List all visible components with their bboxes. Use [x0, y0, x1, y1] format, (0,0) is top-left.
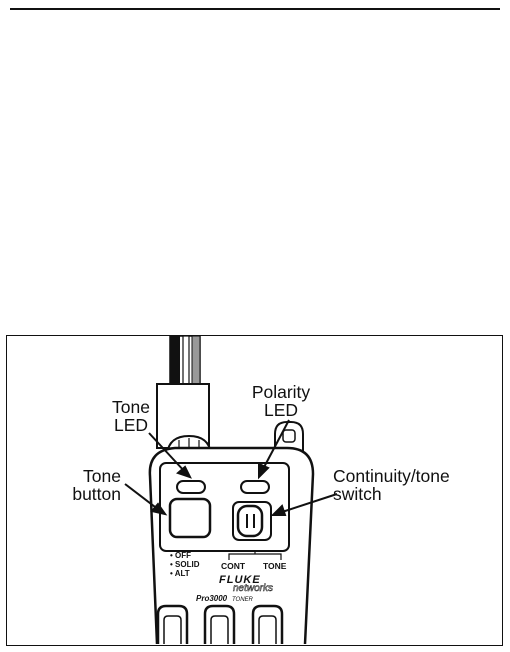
fluke-logo-text: FLUKE — [219, 574, 261, 586]
cable — [169, 336, 201, 389]
tone-button[interactable] — [168, 497, 212, 539]
model-name: Pro3000 — [196, 594, 228, 603]
model-suffix: TONER — [232, 597, 254, 603]
networks-logo-text: networks — [233, 583, 273, 594]
mode-solid-label: • SOLID — [170, 560, 200, 569]
switch-position-bracket — [228, 550, 282, 560]
tone-button-callout: Tone button — [72, 466, 121, 504]
leader-arrows — [124, 419, 338, 516]
tone-led-callout: Tone LED — [112, 397, 150, 435]
mode-alt-label: • ALT — [170, 569, 190, 578]
top-rule — [10, 8, 500, 10]
tone-label: TONE — [263, 561, 287, 571]
cont-label: CONT — [221, 561, 246, 571]
tone-led — [176, 480, 206, 494]
polarity-led-callout: Polarity LED — [251, 382, 311, 420]
mode-off-label: • OFF — [170, 551, 191, 560]
figure-frame: • OFF • SOLID • ALT CONT TONE FLUKE netw… — [6, 335, 503, 646]
continuity-tone-switch[interactable] — [232, 501, 272, 541]
continuity-switch-callout: Continuity/tone switch — [333, 466, 450, 504]
polarity-led — [240, 480, 270, 494]
test-clip-ports — [156, 604, 284, 644]
toner-illustration: • OFF • SOLID • ALT CONT TONE FLUKE netw… — [124, 336, 338, 644]
